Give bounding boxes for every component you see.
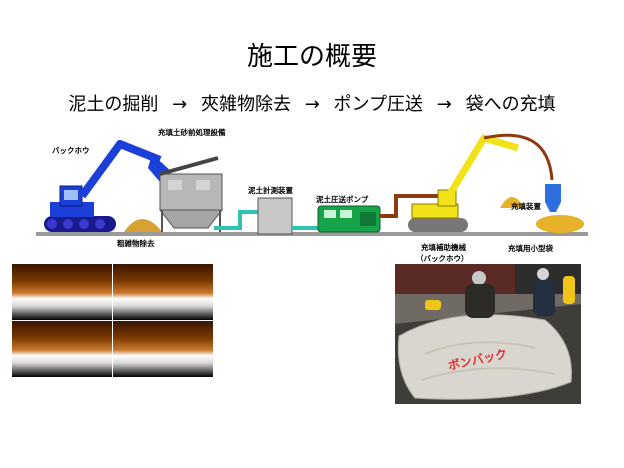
step-pumping: ポンプ圧送 (334, 94, 423, 115)
label-backhoe: バックホウ (52, 145, 90, 156)
pump-icon (318, 206, 380, 232)
yellow-backhoe-icon (408, 138, 518, 232)
image-tile (113, 264, 213, 320)
label-meter: 泥土計測装置 (248, 185, 293, 196)
soil-pile-icon (124, 219, 162, 232)
step-excavation: 泥土の掘削 (68, 94, 158, 115)
ground-line (36, 232, 588, 236)
label-pump: 泥土圧送ポンプ (316, 194, 368, 205)
label-debris-removal: 粗雑物除去 (117, 238, 155, 249)
slide-title: 施工の概要 (0, 36, 624, 73)
label-aux-machine: 充填補助機械 (421, 242, 466, 253)
label-aux-sub: （バックホウ） (416, 253, 469, 264)
blue-backhoe-icon (44, 144, 172, 232)
presorter-icon (160, 158, 222, 232)
label-presorter: 充填土砂前処理設備 (158, 127, 226, 138)
step-bag-filling: 袋への充填 (466, 94, 556, 115)
step-debris-removal: 夾雑物除去 (201, 94, 291, 115)
image-tile (12, 321, 112, 377)
arrow-icon: → (172, 94, 187, 115)
label-small-bag: 充填用小型袋 (508, 243, 553, 254)
filling-device-icon (545, 184, 561, 212)
image-tile (113, 321, 213, 377)
image-tile (12, 264, 112, 320)
meter-icon (258, 198, 292, 234)
process-flow: 泥土の掘削 → 夾雑物除去 → ポンプ圧送 → 袋への充填 (0, 90, 624, 116)
construction-photo: ボンバック (395, 264, 581, 404)
label-filling-device: 充填装置 (511, 201, 541, 212)
arrow-icon: → (437, 94, 452, 115)
arrow-icon: → (305, 94, 320, 115)
